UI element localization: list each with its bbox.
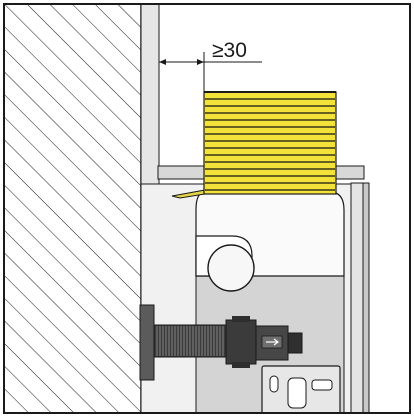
arrow-right-icon (273, 338, 279, 346)
wall-hatched (4, 4, 141, 413)
connector-body (225, 319, 257, 365)
bellows-folds (205, 98, 335, 191)
right-frame-inner (362, 182, 370, 413)
upper-frame-strip (140, 4, 160, 185)
bellows-yellow (203, 91, 337, 195)
connector-tip (287, 332, 303, 354)
right-frame-post (350, 182, 364, 413)
bolt-threads (156, 326, 227, 356)
clearance-dimension-label: ≥30 (212, 39, 247, 62)
bracket-slot-left (269, 375, 279, 393)
dimension-arrow-left-icon (159, 59, 166, 65)
bracket-slot-right (311, 379, 333, 391)
diagram-frame (3, 3, 411, 414)
dimension-arrow-right-icon (197, 59, 204, 65)
bracket-slot-center (287, 377, 307, 409)
connector-top-tab (232, 316, 250, 322)
bolt-flange (139, 304, 155, 381)
housing-round-boss (207, 244, 255, 292)
connector-bottom-tab (232, 362, 250, 368)
